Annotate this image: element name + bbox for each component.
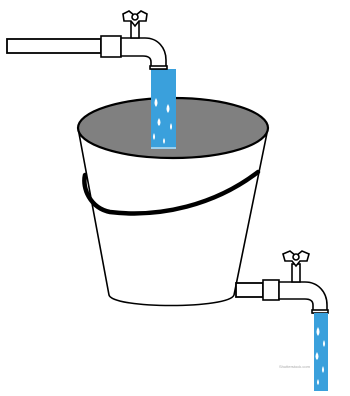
inflow-water-stream: [151, 69, 176, 149]
outflow-water-stream: [314, 313, 328, 391]
top-faucet: [101, 11, 167, 69]
bottom-faucet: [263, 251, 328, 313]
inlet-pipe: [7, 39, 101, 53]
outlet-pipe: [236, 283, 263, 297]
watermark-text: Shutterstock.com: [279, 364, 311, 369]
